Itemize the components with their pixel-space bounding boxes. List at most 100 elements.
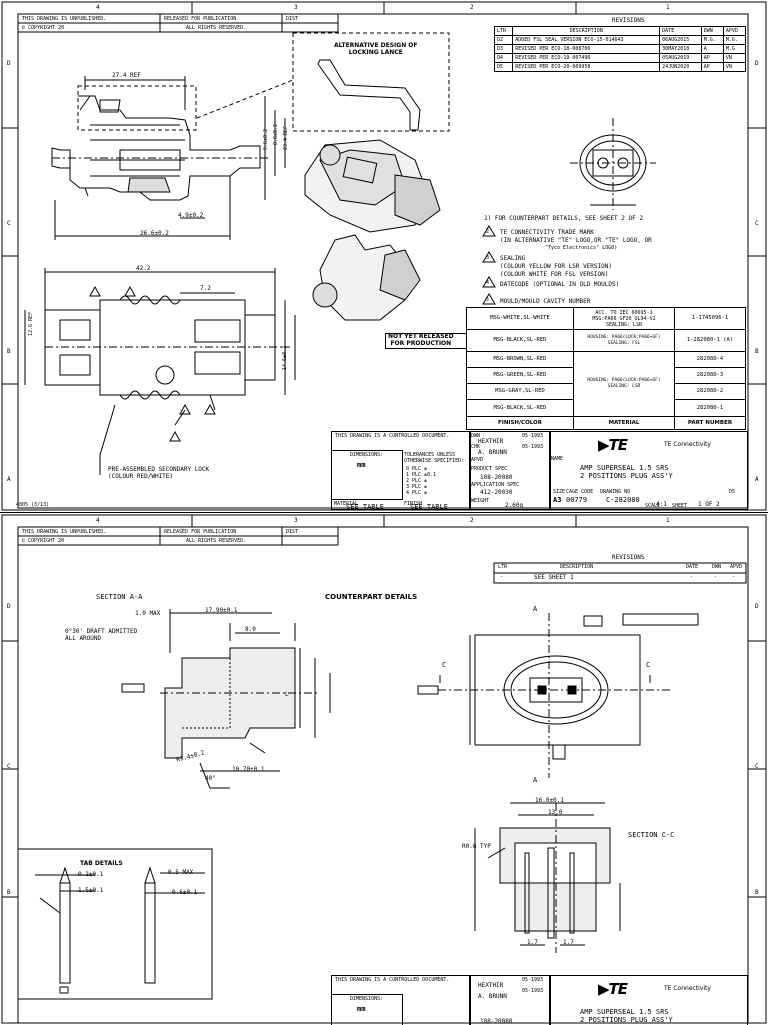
dim-1-max: 1.0 MAX bbox=[135, 610, 161, 617]
tb-dwg: C-282080 bbox=[606, 496, 640, 504]
zone-side-d: D bbox=[7, 603, 11, 610]
mat-header-material: MATERIAL bbox=[573, 416, 675, 430]
rev2-ltr: - bbox=[500, 574, 504, 580]
header-unpublished: THIS DRAWING IS UNPUBLISHED. bbox=[22, 529, 107, 535]
tb-size-label: SIZE bbox=[553, 489, 566, 495]
rev-date: 06AUG2015 bbox=[659, 35, 702, 45]
rev-dwn: A bbox=[700, 44, 724, 54]
rev2-desc: SEE SHEET 1 bbox=[534, 574, 574, 581]
tb-dimensions-box bbox=[331, 450, 403, 500]
rev-ltr: D2 bbox=[493, 35, 514, 45]
rev2-apvd: - bbox=[732, 574, 736, 580]
tb-tol-2: 2 PLC ± bbox=[406, 478, 428, 484]
tb-controlled: THIS DRAWING IS A CONTROLLED DOCUMENT. bbox=[335, 433, 450, 439]
dim-23-4: 23.4 REF bbox=[283, 125, 289, 150]
zone-top-3: 3 bbox=[294, 517, 298, 524]
tb-sheet: 1 OF 2 bbox=[698, 501, 720, 508]
tb2-units: mm bbox=[357, 1005, 366, 1013]
tb-weight: 2.60g bbox=[505, 502, 524, 509]
tb-product-spec-label: PRODUCT SPEC bbox=[471, 466, 508, 472]
header-dist: DIST bbox=[286, 16, 299, 22]
section-aa-label: SECTION A-A bbox=[96, 593, 143, 601]
secondary-lock-callout: PRE-ASSEMBLED SECONDARY LOCK (COLOUR RED… bbox=[108, 466, 210, 480]
tb-cage: 00779 bbox=[566, 496, 588, 504]
mat-row-3-finish: MSG-BROWN,SL-RED bbox=[466, 351, 574, 368]
rev-date: 24JUN2020 bbox=[659, 62, 702, 72]
sheet-1-linework bbox=[1, 1, 767, 511]
dim-13-0: 13.0 bbox=[548, 809, 563, 816]
dim-r0-6: R0.6 TYP bbox=[462, 843, 491, 850]
zone-side-c-right: C bbox=[755, 220, 759, 227]
tb-dimensions: DIMENSIONS: bbox=[350, 452, 384, 458]
dim-7-2: 7.2 bbox=[200, 285, 211, 292]
rev-ltr: D3 bbox=[493, 44, 514, 54]
mat-row-5-part: 282080-2 bbox=[674, 383, 746, 400]
note-2c: "Tyco Electronics" LOGO) bbox=[545, 245, 618, 251]
tb-cage-label: CAGE CODE bbox=[566, 489, 594, 495]
rev-col-ltr: LTR bbox=[493, 26, 514, 36]
tb-tolerances: TOLERANCES UNLESS OTHERWISE SPECIFIED: bbox=[404, 452, 465, 464]
mat-row-6-finish: MSG-BLACK,SL-RED bbox=[466, 399, 574, 417]
zone-side-b-right: B bbox=[755, 348, 759, 355]
tb-size: A3 bbox=[553, 496, 562, 504]
zone-top-1: 1 bbox=[666, 4, 670, 11]
label-a-bottom: A bbox=[533, 776, 538, 784]
tb-app-spec: 412-20030 bbox=[480, 489, 513, 496]
rev-date: 30MAY2018 bbox=[659, 44, 702, 54]
header-released: RELEASED FOR PUBLICATION bbox=[164, 16, 237, 22]
title-block-right bbox=[549, 431, 748, 510]
tb-appr-label: APVD bbox=[471, 457, 484, 463]
dim-8-6: 8.6±0.2 bbox=[273, 123, 279, 145]
label-a-top: A bbox=[533, 605, 538, 613]
note-2a: TE CONNECTIVITY TRADE MARK bbox=[500, 229, 594, 236]
tb-tol-4: 4 PLC ± bbox=[406, 490, 428, 496]
tb-company: TE Connectivity bbox=[664, 441, 711, 448]
note-1: 1) FOR COUNTERPART DETAILS, SEE SHEET 2 … bbox=[484, 215, 643, 222]
zone-side-d-right: D bbox=[755, 60, 759, 67]
dim-10-70: 10.70±0.1 bbox=[232, 766, 265, 773]
zone-side-b: B bbox=[7, 889, 11, 896]
note-4: DATECODE (OPTIONAL IN OLD MOULDS) bbox=[500, 281, 620, 288]
tb-dwg-label: DRAWING NO bbox=[600, 489, 631, 495]
counterpart-title: COUNTERPART DETAILS bbox=[325, 593, 418, 601]
rev-desc: REVISED PER ECO-20-009958 bbox=[512, 62, 661, 72]
mat-row-5-finish: MSG-GRAY,SL-RED bbox=[466, 383, 574, 400]
zone-side-d: D bbox=[7, 60, 11, 67]
zone-top-4: 4 bbox=[96, 4, 100, 11]
rev-col-date: DATE bbox=[659, 26, 702, 36]
tb-dwn-date: 05-1993 bbox=[522, 433, 544, 439]
tb-title: AMP SUPERSEAL 1.5 SRS 2 POSITIONS PLUG A… bbox=[580, 464, 673, 480]
tb-chk-date: 05-1993 bbox=[522, 444, 544, 450]
tb2-company: TE Connectivity bbox=[664, 985, 711, 992]
rev-dwn: AP bbox=[700, 62, 724, 72]
tb-units: mm bbox=[357, 461, 366, 469]
mat-header-finish: FINISH/COLOR bbox=[466, 416, 574, 430]
dim-8-0: 8.0 bbox=[245, 626, 256, 633]
tab-dim-1: 0.5 MAX bbox=[168, 869, 194, 876]
rev-apvd: VN bbox=[722, 62, 747, 72]
sheet-2-linework bbox=[1, 514, 767, 1024]
tab-dim-2: 1.5±0.1 bbox=[78, 887, 104, 894]
rev-desc: REVISED PER ECO-19-007496 bbox=[512, 53, 661, 63]
tb-sheet-label: SHEET bbox=[672, 503, 688, 509]
note-5-tri: 5 bbox=[486, 297, 490, 303]
rev-dwn: AP bbox=[700, 53, 724, 63]
rev-date: 05AUG2019 bbox=[659, 53, 702, 63]
dim-1-7-a: 1.7 bbox=[527, 939, 538, 946]
dim-1-7-b: 1.7 bbox=[563, 939, 574, 946]
tb-material-label: MATERIAL bbox=[334, 501, 359, 507]
tb-app-spec-label: APPLICATION SPEC bbox=[471, 482, 520, 488]
rev-apvd: M.G bbox=[722, 44, 747, 54]
header-unpublished: THIS DRAWING IS UNPUBLISHED. bbox=[22, 16, 107, 22]
rev-col-desc: DESCRIPTION bbox=[512, 26, 661, 36]
title-block-mid-2 bbox=[469, 975, 551, 1025]
tb2-dimensions-box bbox=[331, 994, 403, 1025]
label-l-aa: L bbox=[285, 691, 289, 698]
tab-details-title: TAB DETAILS bbox=[80, 860, 123, 867]
note-3b: (COLOUR YELLOW FOR LSR VERSION) bbox=[500, 263, 612, 270]
section-cc-label: SECTION C-C bbox=[628, 831, 675, 839]
tb-product-spec: 108-20080 bbox=[480, 474, 513, 481]
tb-dwn-label: DWN bbox=[471, 433, 481, 439]
tb-rev: D5 bbox=[729, 489, 736, 495]
rev-col-apvd: APVD bbox=[722, 26, 747, 36]
